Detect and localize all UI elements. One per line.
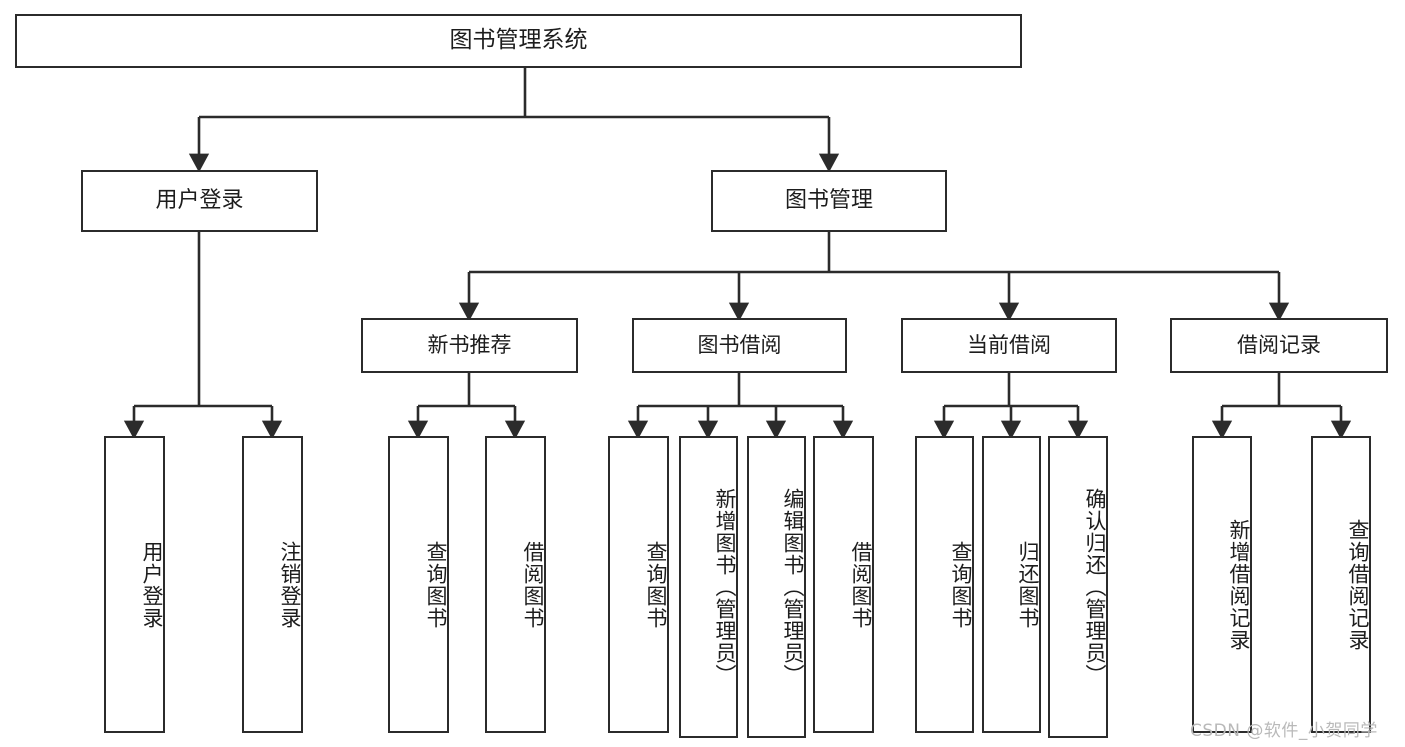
leaf-borrowrecord-query-record[interactable]: 查询借阅记录 (1311, 436, 1371, 733)
leaf-user-login-label: 用户登录 (140, 540, 164, 629)
leaf-newbook-borrow-book-label: 借阅图书 (521, 540, 545, 629)
leaf-bookborrow-edit-book-label: 编辑图书（管理员） (781, 488, 805, 686)
leaf-currentborrow-return-book-label: 归还图书 (1016, 540, 1040, 629)
leaf-borrowrecord-add-record[interactable]: 新增借阅记录 (1192, 436, 1252, 733)
node-book-manage[interactable]: 图书管理 (711, 170, 947, 232)
node-borrow-record[interactable]: 借阅记录 (1170, 318, 1388, 373)
leaf-bookborrow-query-book[interactable]: 查询图书 (608, 436, 669, 733)
node-current-borrow-label: 当前借阅 (967, 332, 1051, 357)
leaf-logout-label: 注销登录 (278, 540, 302, 629)
node-user-login[interactable]: 用户登录 (81, 170, 318, 232)
leaf-borrowrecord-query-record-label: 查询借阅记录 (1346, 518, 1370, 651)
leaf-user-login[interactable]: 用户登录 (104, 436, 165, 733)
leaf-bookborrow-borrow-book[interactable]: 借阅图书 (813, 436, 874, 733)
leaf-currentborrow-confirm-return-label: 确认归还（管理员） (1083, 488, 1107, 686)
leaf-borrowrecord-add-record-label: 新增借阅记录 (1227, 518, 1251, 651)
csdn-watermark: CSDN @软件_小贺同学 (1190, 721, 1378, 741)
node-current-borrow[interactable]: 当前借阅 (901, 318, 1117, 373)
leaf-newbook-query-book-label: 查询图书 (424, 540, 448, 629)
leaf-bookborrow-borrow-book-label: 借阅图书 (849, 540, 873, 629)
node-borrow-record-label: 借阅记录 (1237, 332, 1321, 357)
leaf-bookborrow-edit-book[interactable]: 编辑图书（管理员） (747, 436, 806, 738)
node-book-manage-label: 图书管理 (784, 187, 873, 213)
leaf-currentborrow-query-book-label: 查询图书 (949, 540, 973, 629)
leaf-currentborrow-confirm-return[interactable]: 确认归还（管理员） (1048, 436, 1108, 738)
node-book-borrow[interactable]: 图书借阅 (632, 318, 847, 373)
node-book-borrow-label: 图书借阅 (697, 332, 782, 357)
node-new-book-recommend[interactable]: 新书推荐 (361, 318, 578, 373)
leaf-logout[interactable]: 注销登录 (242, 436, 303, 733)
leaf-currentborrow-return-book[interactable]: 归还图书 (982, 436, 1041, 733)
node-new-book-recommend-label: 新书推荐 (427, 332, 512, 357)
leaf-newbook-query-book[interactable]: 查询图书 (388, 436, 449, 733)
leaf-bookborrow-query-book-label: 查询图书 (644, 540, 668, 629)
leaf-bookborrow-add-book-label: 新增图书（管理员） (713, 488, 737, 686)
node-root-system-label: 图书管理系统 (449, 27, 588, 54)
node-root-system[interactable]: 图书管理系统 (15, 14, 1022, 68)
leaf-bookborrow-add-book[interactable]: 新增图书（管理员） (679, 436, 738, 738)
node-user-login-label: 用户登录 (155, 187, 244, 213)
leaf-currentborrow-query-book[interactable]: 查询图书 (915, 436, 974, 733)
leaf-newbook-borrow-book[interactable]: 借阅图书 (485, 436, 546, 733)
